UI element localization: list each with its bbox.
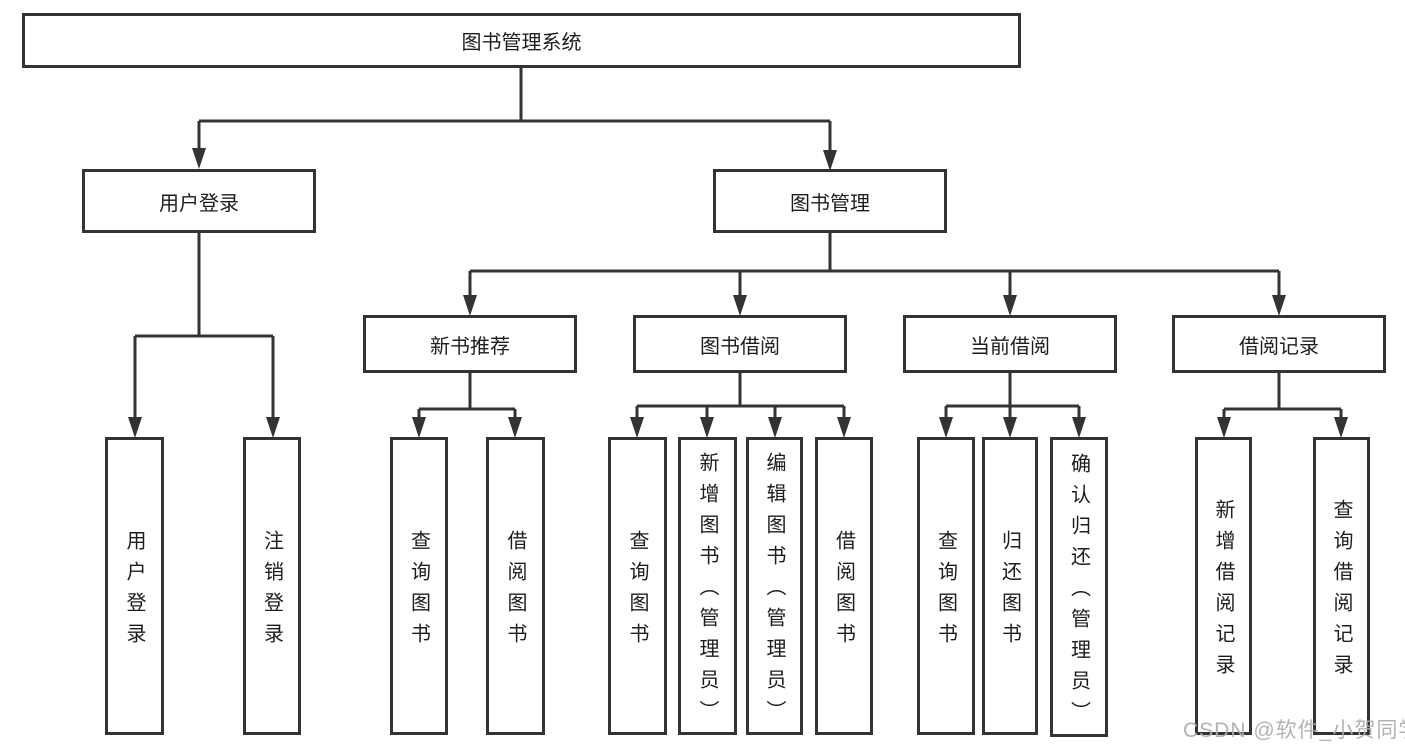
leaf-return-book: 归还图书: [982, 437, 1038, 735]
leaf-user-login: 用户登录: [105, 437, 164, 735]
leaf-borrow-books-1: 借阅图书: [486, 437, 545, 735]
leaf-logout: 注销登录: [243, 437, 301, 735]
node-user-login: 用户登录: [82, 169, 316, 233]
node-book-borrow: 图书借阅: [633, 315, 847, 373]
node-new-book-recommend: 新书推荐: [363, 315, 577, 373]
leaf-add-book-admin: 新增图书（管理员）: [678, 437, 737, 735]
node-current-borrow: 当前借阅: [903, 315, 1117, 373]
node-book-management: 图书管理: [713, 169, 947, 233]
node-root: 图书管理系统: [22, 13, 1021, 68]
leaf-query-books-2: 查询图书: [608, 437, 667, 735]
csdn-watermark: CSDN @软件_小贺同学: [1183, 719, 1405, 742]
leaf-edit-book-admin: 编辑图书（管理员）: [746, 437, 803, 735]
leaf-borrow-books-2: 借阅图书: [815, 437, 873, 735]
leaf-query-books-3: 查询图书: [917, 437, 975, 735]
leaf-query-books-1: 查询图书: [390, 437, 448, 735]
leaf-query-borrow-record: 查询借阅记录: [1313, 437, 1370, 735]
leaf-confirm-return-admin: 确认归还（管理员）: [1050, 437, 1108, 737]
node-borrow-records: 借阅记录: [1172, 315, 1386, 373]
leaf-add-borrow-record: 新增借阅记录: [1195, 437, 1252, 735]
